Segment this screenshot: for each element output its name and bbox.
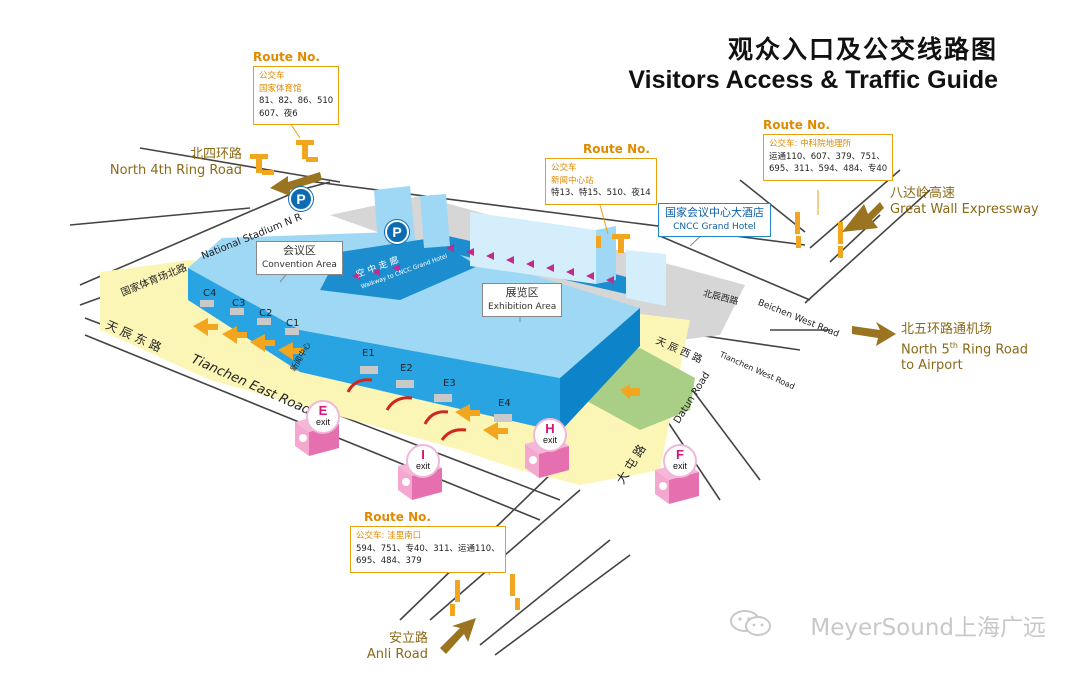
- route-line: 公交车: 中科院地理所: [769, 139, 852, 149]
- gate-e1[interactable]: E1: [362, 348, 375, 359]
- gate-c4[interactable]: C4: [203, 288, 217, 299]
- gate-e3[interactable]: E3: [443, 378, 456, 389]
- route-line: 公交车: [551, 163, 577, 173]
- route-line: 公交车: [259, 71, 285, 81]
- route-stop: 国家体育馆: [259, 83, 302, 94]
- wechat-icon: [730, 610, 771, 636]
- road-name-en: North 5th Ring Road: [901, 341, 1029, 358]
- exit-kiosks: [295, 414, 699, 504]
- label-cncc-grand-hotel: 国家会议中心大酒店 CNCC Grand Hotel: [658, 203, 771, 237]
- route-box-press: Route No. 公交车 新闻中心站 特13、特15、510、夜14: [545, 142, 657, 205]
- route-numbers: 607、夜6: [259, 108, 298, 119]
- road-name-cn: 安立路: [388, 631, 428, 646]
- route-stop: 新闻中心站: [551, 175, 594, 186]
- road-name-cn: 八达岭高速: [890, 186, 956, 201]
- road-name-cn: 北五环路通机场: [901, 322, 993, 337]
- entrance-arrows: [193, 318, 640, 440]
- route-heading: Route No.: [763, 118, 830, 132]
- gate-e2[interactable]: E2: [400, 363, 413, 374]
- gate-stubs: [200, 300, 512, 422]
- walkway-arrows: [352, 244, 614, 284]
- route-heading: Route No.: [583, 142, 650, 156]
- route-numbers: 81、82、86、510: [259, 96, 334, 106]
- direction-arrows: [270, 172, 896, 654]
- route-info: 公交车 国家体育馆 81、82、86、510 607、夜6: [253, 66, 340, 125]
- road-anli: 安立路 Anli Road: [340, 631, 428, 663]
- parking-pin-center[interactable]: P: [385, 220, 409, 244]
- bus-stop-signs: [250, 140, 843, 616]
- route-numbers: 运通110、607、379、751、: [769, 151, 885, 162]
- road-north-4th-ring: 北四环路 North 4th Ring Road: [100, 147, 242, 179]
- road-name-en: Great Wall Expressway: [890, 202, 1039, 217]
- north-tower-b: [420, 194, 450, 248]
- gate-c2[interactable]: C2: [259, 308, 273, 319]
- exit-arrows: [346, 378, 467, 441]
- road-name-en-2: to Airport: [901, 358, 963, 374]
- route-info: 公交车: 中科院地理所 运通110、607、379、751、 695、311、5…: [763, 134, 894, 181]
- gate-c1[interactable]: C1: [286, 318, 300, 329]
- route-box-geography: Route No. 公交车: 中科院地理所 运通110、607、379、751、…: [763, 118, 894, 181]
- road-name-en: Anli Road: [366, 647, 428, 662]
- road-name-cn: 北四环路: [189, 147, 242, 162]
- route-numbers: 特13、特15、510、夜14: [551, 188, 651, 198]
- road-north-5th-ring: 北五环路通机场 North 5th Ring Road to Airport: [901, 322, 1028, 374]
- watermark-text: MeyerSound上海广远: [810, 615, 1046, 641]
- route-heading: Route No.: [364, 510, 431, 524]
- building-side: [560, 308, 640, 432]
- label-convention-area: 会议区 Convention Area: [256, 241, 343, 275]
- map-title-en: Visitors Access & Traffic Guide: [628, 66, 998, 94]
- route-box-stadium: Route No. 公交车 国家体育馆 81、82、86、510 607、夜6: [253, 50, 340, 125]
- map-title-cn: 观众入口及公交线路图: [727, 35, 998, 64]
- label-exhibition-area: 展览区 Exhibition Area: [482, 283, 563, 317]
- route-numbers: 695、311、594、484、专40: [769, 164, 888, 174]
- parking-pin-north[interactable]: P: [289, 187, 313, 211]
- hotel-block-a: [470, 212, 596, 284]
- route-numbers: 695、484、379: [356, 556, 422, 566]
- route-info: 公交车 新闻中心站 特13、特15、510、夜14: [545, 158, 657, 205]
- road-great-wall-expressway: 八达岭高速 Great Wall Expressway: [890, 186, 1039, 218]
- route-numbers: 594、751、专40、311、运通110、: [356, 543, 500, 554]
- gate-c3[interactable]: C3: [232, 298, 246, 309]
- route-box-wali: Route No. 公交车: 洼里南口 594、751、专40、311、运通11…: [350, 510, 506, 573]
- hotel-block-b: [626, 250, 666, 306]
- route-line: 公交车: 洼里南口: [356, 531, 422, 541]
- road-name-en: North 4th Ring Road: [109, 163, 242, 178]
- route-heading: Route No.: [253, 50, 320, 64]
- building-front: [188, 268, 560, 432]
- gate-e4[interactable]: E4: [498, 398, 511, 409]
- route-info: 公交车: 洼里南口 594、751、专40、311、运通110、 695、484…: [350, 526, 506, 573]
